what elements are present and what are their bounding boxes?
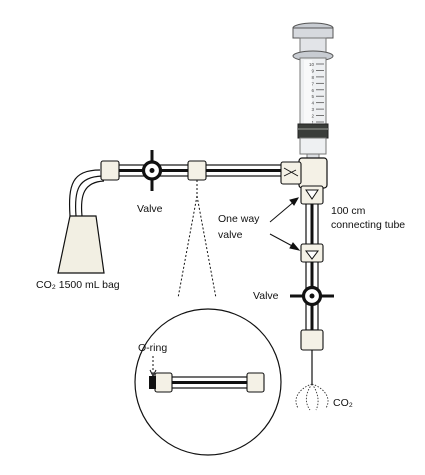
valve-top-label: Valve [137, 203, 163, 215]
outlet-connector [300, 329, 324, 384]
valve-top [134, 150, 170, 191]
syringe-scale-number: 4 [311, 101, 314, 106]
zoom-lines [177, 195, 217, 299]
connector-left [100, 160, 120, 181]
valve-bottom [290, 280, 334, 312]
bag-label: CO₂ 1500 mL bag [36, 279, 120, 291]
tube-label-line2: connecting tube [331, 219, 406, 231]
syringe-scale-number: 5 [311, 94, 314, 99]
one-way-arrows [269, 197, 301, 251]
zoom-tube [154, 372, 265, 393]
syringe-scale-number: 10 [309, 62, 315, 67]
syringe-scale-number: 8 [311, 75, 314, 80]
oring-label: O-ring [138, 342, 168, 354]
co2-output-label: CO₂ [333, 397, 353, 409]
t-junction [280, 157, 328, 189]
tube-label-line1: 100 cm [331, 205, 366, 217]
syringe-scale-number: 7 [311, 81, 314, 86]
syringe-scale-number: 1 [311, 120, 314, 125]
connector-middle [187, 160, 207, 181]
bag-tube [68, 169, 105, 217]
one-way-valve-label-line2: valve [218, 229, 243, 241]
co2-puff [295, 383, 329, 411]
syringe-scale-number: 9 [311, 68, 314, 73]
co2-bag [57, 215, 105, 274]
one-way-valve-lower [300, 243, 324, 263]
one-way-valve-upper [300, 185, 324, 205]
syringe-scale-number: 6 [311, 88, 314, 93]
o-ring [149, 356, 157, 389]
syringe-scale-number: 3 [311, 107, 314, 112]
syringe-scale: 12 34 56 78 910 [309, 62, 324, 125]
syringe-scale-number: 2 [311, 114, 314, 119]
one-way-valve-label-line1: One way [218, 213, 260, 225]
valve-bottom-label: Valve [253, 290, 279, 302]
